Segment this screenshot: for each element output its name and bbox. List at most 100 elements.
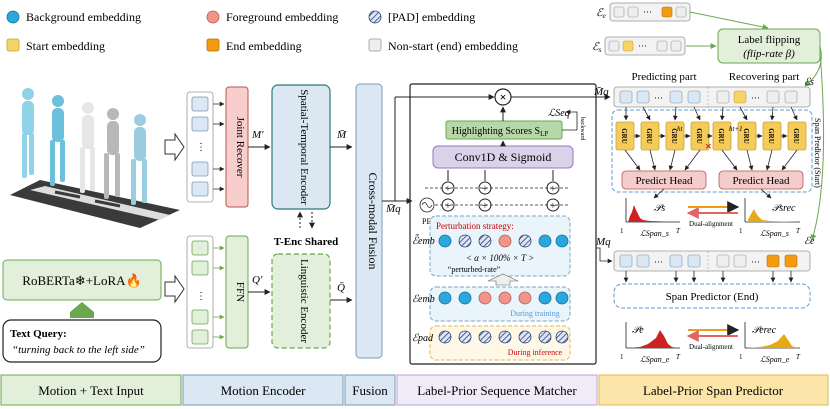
svg-text:1: 1: [620, 353, 624, 361]
bottom-section-motion-encoder: [182, 374, 344, 406]
legend-start-label: Start embedding: [26, 39, 105, 53]
text-query-title: Text Query:: [10, 328, 67, 340]
legend-pad-label: [PAD] embedding: [388, 10, 475, 24]
reset-cross-icon: ×: [705, 139, 712, 153]
legend-end-square: [206, 38, 220, 52]
ffn-label: FFN: [234, 282, 246, 302]
end-input-row: ··· ···: [613, 250, 811, 272]
spatial-temporal-encoder-label: Spatial-Temporal Encoder: [298, 89, 310, 205]
e-s-mid-label: ℰs: [592, 41, 602, 54]
roberta-lora-box: [2, 259, 162, 301]
span-predictor-end-box: [613, 283, 811, 309]
svg-text:T: T: [796, 227, 801, 235]
during-training-label: During training: [510, 309, 560, 318]
training-sequence: [438, 291, 569, 305]
svg-text:GRU: GRU: [767, 128, 775, 144]
bottom-section-motion-text: [0, 374, 182, 406]
svg-text:T: T: [676, 353, 681, 361]
recovering-part-label: Recovering part: [729, 71, 800, 83]
p-s-label: 𝒫s: [654, 203, 665, 214]
bottom-section-fusion: [344, 374, 396, 406]
text-input-arrow: [164, 274, 185, 304]
start-distribution-right: [744, 198, 800, 223]
label-flipping-line1: Label flipping: [738, 34, 801, 46]
text-query-box: [2, 319, 162, 363]
svg-text:GRU: GRU: [695, 128, 703, 144]
l-span-s-left: ℒSpan_s: [640, 229, 669, 238]
svg-text:GRU: GRU: [792, 128, 800, 144]
svg-text:···: ···: [638, 41, 647, 51]
end-distribution-left: [625, 322, 680, 349]
during-inference-label: During inference: [508, 348, 563, 357]
motion-frames: ⋮: [186, 91, 214, 203]
svg-text:1: 1: [739, 227, 743, 235]
svg-text:···: ···: [654, 93, 663, 103]
svg-text:GRU: GRU: [670, 128, 678, 144]
dual-alignment-start-label: Dual-alignment: [689, 220, 733, 228]
linguistic-encoder-label: Linguistic Encoder: [298, 259, 310, 343]
svg-text:1: 1: [620, 227, 624, 235]
span-predictor-start-box: [611, 109, 813, 193]
svg-text:1: 1: [739, 353, 743, 361]
legend-end-label: End embedding: [226, 39, 302, 53]
svg-text:···: ···: [751, 257, 760, 267]
l-seq-label: ℒSeq: [548, 108, 570, 119]
joint-recover-label: Joint Recover: [234, 117, 246, 178]
m-bar-label: M̄: [336, 129, 347, 141]
svg-text:···: ···: [654, 257, 663, 267]
e-e-right-label: ℰe: [804, 236, 815, 247]
highlighting-scores-label: Highlighting Scores SLP: [452, 126, 549, 138]
span-predictor-end-label: Span Predictor (End): [666, 291, 759, 303]
svg-text:GRU: GRU: [742, 128, 750, 144]
linguistic-encoder-box: [271, 253, 331, 349]
legend-foreground-dot: [206, 10, 220, 24]
legend-foreground-label: Foreground embedding: [226, 10, 338, 24]
legend-background-dot: [6, 10, 20, 24]
svg-text:+: +: [445, 201, 451, 212]
mq-bar-right-label: M̄q: [593, 86, 609, 98]
bottom-section-matcher: [396, 374, 598, 406]
label-flipping-line2: (flip-rate β): [743, 48, 795, 60]
svg-text:⋮: ⋮: [196, 291, 206, 302]
legend-pad-dot: [368, 10, 382, 24]
motion-input-arrow: [164, 132, 185, 162]
span-predictor-start-label: Span Predictor (Start): [813, 118, 822, 188]
svg-text:+: +: [445, 184, 451, 195]
pe-label: PE: [422, 217, 431, 226]
svg-text:···: ···: [643, 7, 652, 17]
q-prime-label: Q′: [252, 274, 263, 286]
predict-head-right-label: Predict Head: [732, 175, 790, 187]
dual-alignment-start: [686, 201, 740, 219]
perturbation-label: Perturbation strategy:: [436, 221, 514, 231]
dual-alignment-end: [686, 324, 740, 342]
legend-nonstart-square: [368, 38, 382, 52]
bottom-section-span: [598, 374, 829, 406]
end-sequence-top: ···: [609, 2, 691, 22]
p-e-label: 𝒫e: [632, 325, 644, 336]
svg-text:×: ×: [500, 90, 507, 104]
start-sequence-top: ···: [604, 36, 686, 56]
end-distribution-right: [744, 322, 800, 349]
p-e-rec-label: 𝒫erec: [752, 325, 777, 336]
bottom-span-label: Label-Prior Span Predictor: [643, 383, 784, 398]
svg-text:GRU: GRU: [620, 128, 628, 144]
cross-modal-fusion-box: [355, 83, 383, 359]
start-distribution-left: [625, 198, 680, 223]
legend-nonstart-label: Non-start (end) embedding: [388, 39, 518, 53]
svg-text:+: +: [482, 201, 488, 212]
l-span-s-right: ℒSpan_s: [760, 229, 789, 238]
l-span-e-right: ℒSpan_e: [760, 355, 790, 364]
svg-text:+: +: [550, 201, 556, 212]
bottom-motion-text-label: Motion + Text Input: [38, 383, 144, 398]
l-span-e-left: ℒSpan_e: [640, 355, 670, 364]
e-s-top-label: ℰe: [596, 7, 606, 20]
bottom-motion-encoder-label: Motion Encoder: [221, 383, 307, 398]
m-prime-label: M′: [251, 129, 264, 141]
predict-head-left-label: Predict Head: [635, 175, 693, 187]
inference-sequence: [438, 330, 569, 344]
e-s-right-label: ℰs: [804, 77, 814, 88]
text-query-text: “turning back to the left side”: [12, 344, 145, 356]
svg-text:+: +: [482, 184, 488, 195]
svg-text:···: ···: [751, 93, 760, 103]
